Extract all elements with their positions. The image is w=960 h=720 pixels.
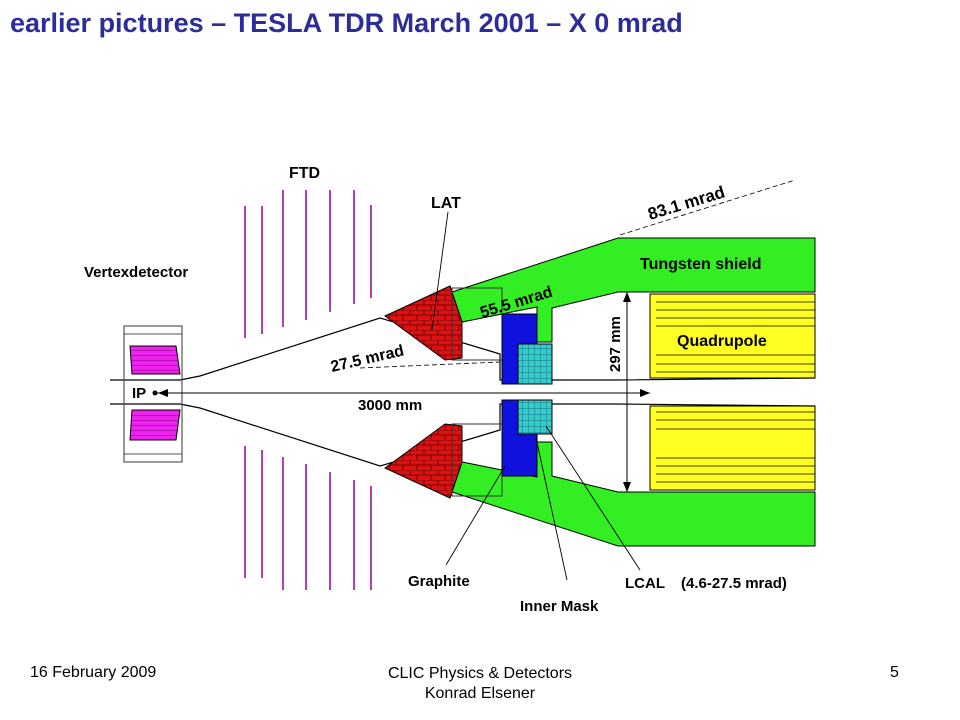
footer-date: 16 February 2009 xyxy=(30,664,157,681)
height-dimension-arrow xyxy=(623,292,631,492)
label-inner-mask: Inner Mask xyxy=(520,598,599,615)
footer-center: CLIC Physics & Detectors Konrad Elsener xyxy=(330,664,630,704)
label-angle-83-1: 83.1 mrad xyxy=(646,182,727,223)
angle-line-83-1 xyxy=(619,179,796,236)
label-height: 297 mm xyxy=(607,316,624,372)
slide-title: earlier pictures – TESLA TDR March 2001 … xyxy=(10,8,683,38)
label-graphite: Graphite xyxy=(408,573,470,590)
lcal-lower xyxy=(517,399,553,435)
leader-lines xyxy=(431,211,641,581)
footer-subtitle: CLIC Physics & Detectors xyxy=(387,665,573,682)
label-ftd: FTD xyxy=(289,165,320,182)
ftd-disks xyxy=(244,190,372,590)
angle-line-27-5 xyxy=(359,361,501,369)
page-number: 5 xyxy=(890,664,899,681)
label-quadrupole: Quadrupole xyxy=(677,333,767,350)
label-angle-27-5: 27.5 mrad xyxy=(329,343,406,376)
lat-calorimeter-lower xyxy=(384,423,463,499)
footer-author: Konrad Elsener xyxy=(424,685,536,702)
lat-calorimeter-upper xyxy=(384,285,463,361)
label-vertexdetector: Vertexdetector xyxy=(84,264,188,281)
tungsten-shield-upper xyxy=(451,237,816,343)
label-lcal: LCAL xyxy=(625,575,665,592)
label-lcal-range: (4.6-27.5 mrad) xyxy=(681,575,787,592)
quadrupole-upper xyxy=(649,293,816,379)
label-tungsten-shield: Tungsten shield xyxy=(640,256,761,273)
lcal-upper xyxy=(517,343,553,385)
vertex-detector xyxy=(123,325,183,463)
label-ip: IP xyxy=(132,385,146,402)
detector-diagram: FTD LAT Vertexdetector IP 83.1 mrad 55.5… xyxy=(84,165,816,615)
label-length: 3000 mm xyxy=(358,397,422,414)
quadrupole-lower xyxy=(649,405,816,491)
length-dimension-arrow xyxy=(152,389,650,397)
label-lat: LAT xyxy=(431,195,461,212)
